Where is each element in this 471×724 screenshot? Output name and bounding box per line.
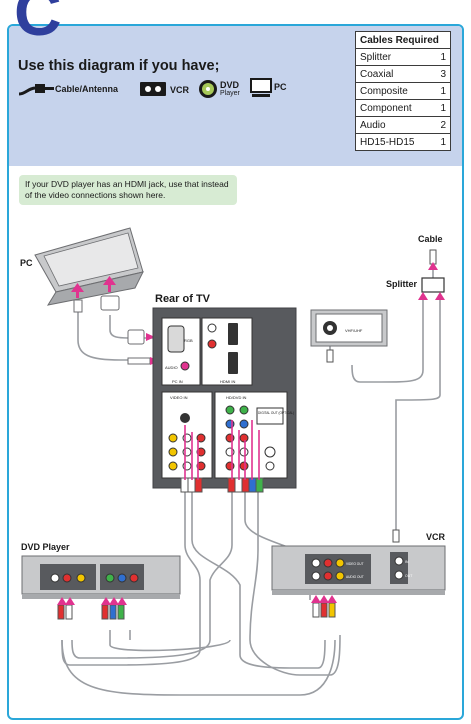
vcr-arrows xyxy=(311,595,337,603)
cable-arrow xyxy=(428,262,438,270)
cable-count: 1 xyxy=(433,48,451,66)
tv-hdmi-block: HDMI IN xyxy=(201,317,253,386)
device-vcr: VCR xyxy=(140,81,200,99)
cable-count: 1 xyxy=(433,99,451,117)
device-label-vcr: VCR xyxy=(170,85,190,95)
label-cable: Cable xyxy=(418,234,443,244)
tv-audio-plug xyxy=(127,357,151,365)
tv-rgb-label: RGB xyxy=(184,338,193,343)
tv-pc-in-block: RGB AUDIO PC IN xyxy=(161,317,201,386)
cable-count: 3 xyxy=(433,65,451,83)
tv-component-block: HD/DVD IN DIGITAL OUT (OPTICAL) xyxy=(214,391,294,479)
device-sublabel-dvd: Player xyxy=(220,90,240,97)
pc-monitor-icon xyxy=(250,78,272,97)
hdmi-note: If your DVD player has an HDMI jack, use… xyxy=(19,175,237,205)
cable-name: HD15-HD15 xyxy=(355,133,434,151)
vcr-video-out-label: VIDEO OUT xyxy=(346,562,364,566)
tv-hd-dvd-label: HD/DVD IN xyxy=(226,395,247,400)
cable-name: Composite xyxy=(355,82,434,100)
cable-name: Component xyxy=(355,99,434,117)
device-label-cable: Cable/Antenna xyxy=(55,84,119,94)
label-pc: PC xyxy=(20,258,33,268)
tv-vga-plug xyxy=(127,329,145,345)
dvd-icon xyxy=(199,80,217,98)
pc-vga-plug xyxy=(100,295,120,311)
tv-video-in-block: VIDEO IN xyxy=(161,391,213,479)
vcr-audio-out-label: AUDIO OUT xyxy=(346,575,364,579)
tv-hdmi-label: HDMI IN xyxy=(220,379,235,384)
splitter-arrow-right xyxy=(435,292,445,300)
cable-count: 1 xyxy=(433,82,451,100)
cables-required-heading: Cables Required xyxy=(355,31,451,49)
dvd-player-unit xyxy=(21,555,181,599)
label-vcr: VCR xyxy=(426,532,446,542)
coax-plug-tv xyxy=(326,349,334,363)
label-dvd-player: DVD Player xyxy=(21,542,70,552)
device-pc: PC xyxy=(250,78,300,100)
vcr-icon xyxy=(140,82,166,96)
antenna-wall-plate: VHF/UHF xyxy=(310,309,388,347)
device-cable-antenna: Cable/Antenna xyxy=(18,82,138,98)
pc-arrows xyxy=(71,276,116,298)
vcr-unit: VIDEO OUT AUDIO OUT IN OUT xyxy=(271,545,446,595)
pc-audio-plug xyxy=(73,299,83,313)
cable-count: 2 xyxy=(433,116,451,134)
splitter-arrow-left xyxy=(418,292,428,300)
cable-plug-icon xyxy=(18,84,54,96)
label-splitter: Splitter xyxy=(386,279,418,289)
pc-laptop xyxy=(34,227,144,306)
tv-vhf-uhf-label: VHF/UHF xyxy=(345,328,363,333)
use-diagram-title: Use this diagram if you have; xyxy=(18,58,220,74)
label-rear-tv: Rear of TV xyxy=(155,293,211,305)
vcr-out-label: OUT xyxy=(405,574,413,578)
vcr-coax-plug xyxy=(392,529,400,543)
tv-digital-out-label: DIGITAL OUT (OPTICAL) xyxy=(258,411,294,415)
tv-pink-arrows xyxy=(184,420,260,480)
tv-audio-label: AUDIO xyxy=(165,365,178,370)
cable-count: 1 xyxy=(433,133,451,151)
device-dvd: DVD Player xyxy=(198,78,248,100)
cable-name: Splitter xyxy=(355,48,434,66)
section-letter: C xyxy=(14,0,62,49)
tv-video-in-label: VIDEO IN xyxy=(170,395,188,400)
cable-name: Audio xyxy=(355,116,434,134)
device-label-pc: PC xyxy=(274,82,287,92)
cable-in-plug xyxy=(429,249,437,265)
splitter-box xyxy=(421,277,445,293)
vcr-plugs xyxy=(312,602,336,618)
dvd-plugs xyxy=(57,604,125,620)
tv-pc-in-label: PC IN xyxy=(172,379,183,384)
device-label-dvd: DVD xyxy=(220,80,240,90)
dvd-arrows xyxy=(57,597,127,605)
vcr-in-label: IN xyxy=(405,560,409,564)
cable-name: Coaxial xyxy=(355,65,434,83)
